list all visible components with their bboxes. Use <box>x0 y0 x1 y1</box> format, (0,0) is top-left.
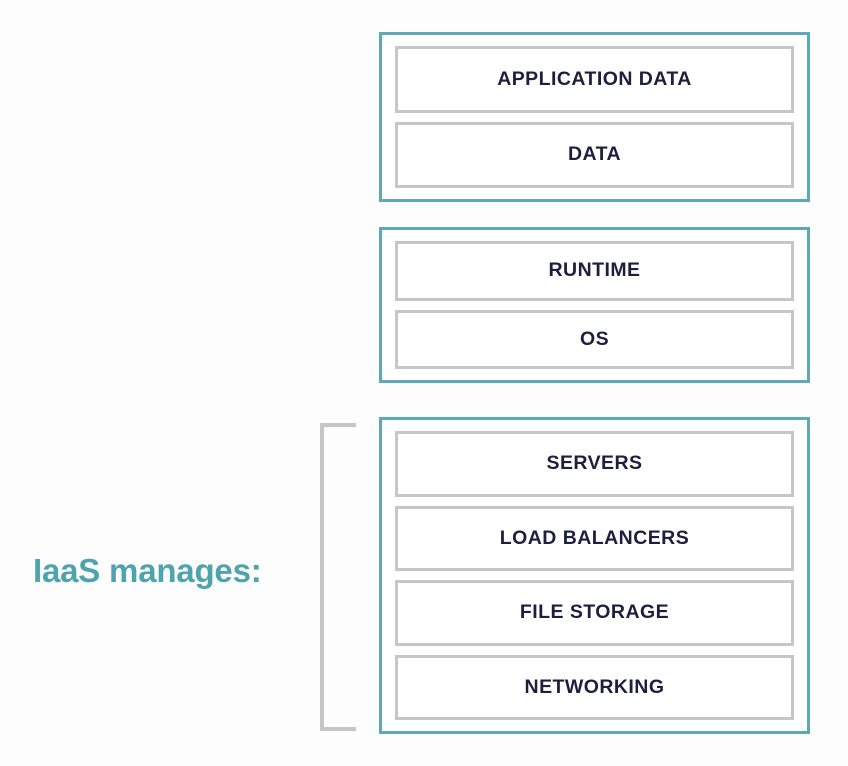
layer-label: SERVERS <box>546 452 643 474</box>
layer-label: NETWORKING <box>524 675 665 698</box>
stack-layer-data: DATA <box>395 121 794 188</box>
stack-layer-load-balancers: LOAD BALANCERS <box>395 505 794 571</box>
stack-layer-servers: SERVERS <box>395 431 794 497</box>
iaas-caption-label: IaaS manages: <box>33 552 262 589</box>
layer-label: FILE STORAGE <box>519 601 670 623</box>
layer-label: OS <box>579 327 610 350</box>
stack-layer-file-storage: FILE STORAGE <box>395 580 794 646</box>
stack-layer-networking: NETWORKING <box>395 654 794 720</box>
stack-group-data: APPLICATION DATA DATA <box>379 32 810 202</box>
stack-group-infrastructure: SERVERS LOAD BALANCERS FILE STORAGE NETW… <box>379 417 810 734</box>
stack-layer-os: OS <box>395 309 794 369</box>
layer-label: DATA <box>567 143 622 165</box>
stack-layer-application-data: APPLICATION DATA <box>395 46 794 113</box>
layer-label: RUNTIME <box>548 259 641 281</box>
stack-layer-runtime: RUNTIME <box>395 241 794 301</box>
layer-label: LOAD BALANCERS <box>499 526 690 549</box>
iaas-bracket <box>320 423 356 731</box>
layer-label: APPLICATION DATA <box>497 67 692 90</box>
stack-group-platform: RUNTIME OS <box>379 227 810 383</box>
